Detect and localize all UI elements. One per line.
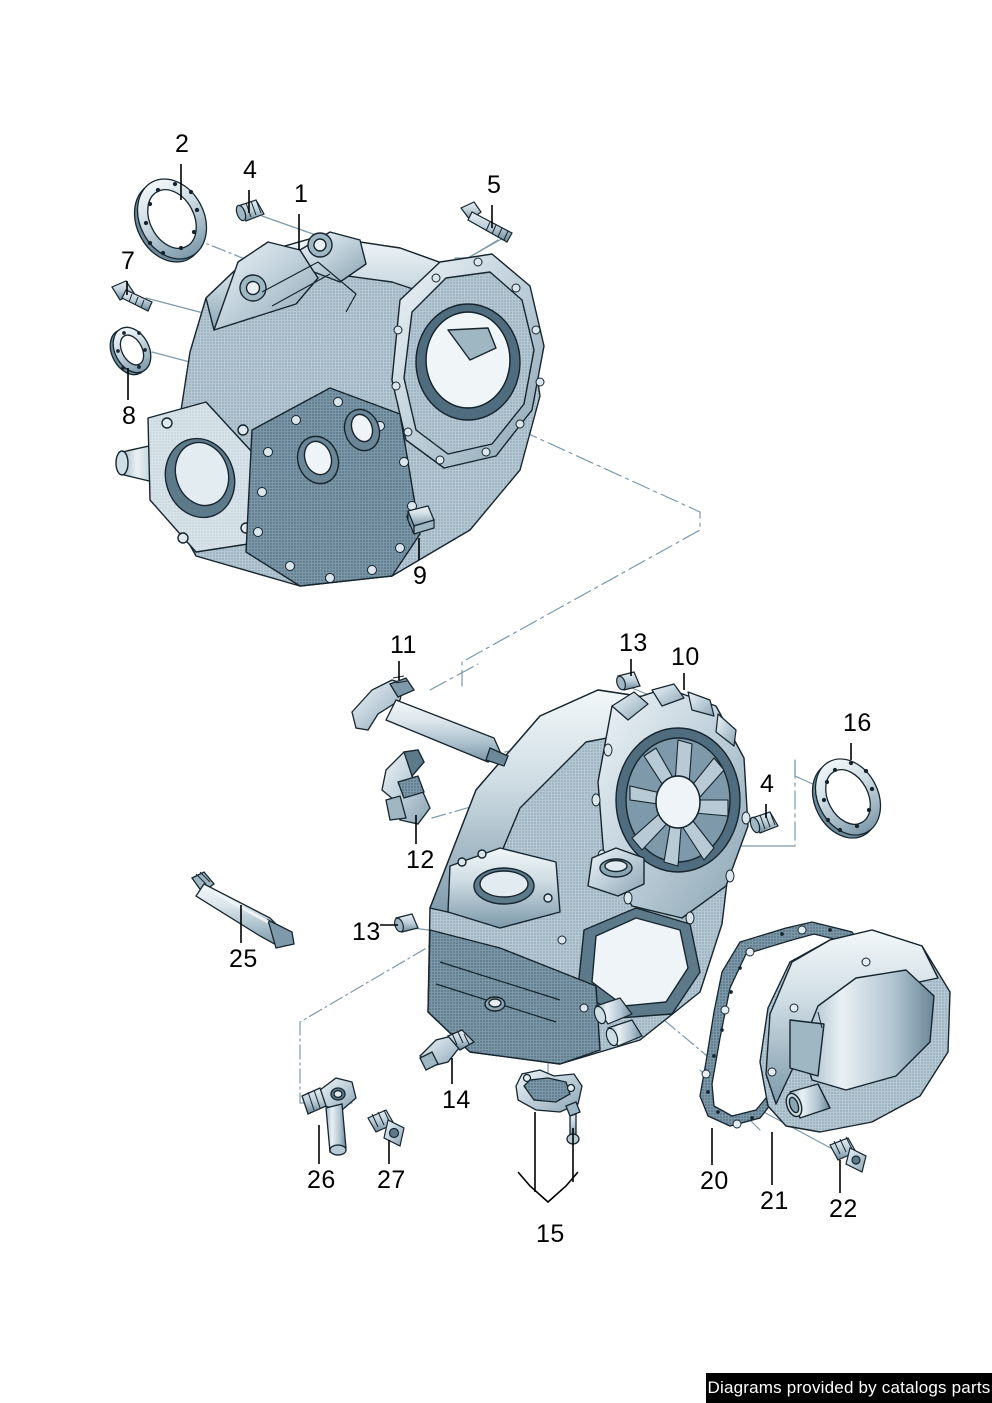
- callout-13-upper: 13: [619, 629, 648, 657]
- callout-8: 8: [122, 402, 137, 430]
- part-12-selector-fork: [381, 749, 431, 825]
- part-13-dowel-pin-upper: [616, 671, 641, 691]
- part-22-cover-bolt: [829, 1136, 867, 1173]
- part-16-oil-seal: [811, 758, 882, 839]
- part-10-clutch-housing: [427, 683, 751, 1065]
- callout-15: 15: [536, 1220, 565, 1248]
- watermark-banner: Diagrams provided by catalogs parts: [706, 1373, 992, 1403]
- part-4-dowel-pin-upper: [235, 199, 265, 222]
- part-9-cap: [407, 505, 435, 535]
- part-26-speed-sensor: [301, 1077, 357, 1156]
- callout-4-lower: 4: [760, 770, 775, 798]
- part-5-hex-bolt: [460, 201, 513, 243]
- part-25-sealant-tube: [191, 871, 295, 949]
- callout-9: 9: [413, 562, 428, 590]
- callout-5: 5: [487, 171, 502, 199]
- callout-13-lower: 13: [352, 918, 381, 946]
- callout-12: 12: [406, 846, 435, 874]
- callout-leader-stems: [126, 164, 852, 1193]
- part-7-oil-drain-plug: [111, 280, 153, 312]
- watermark-text: Diagrams provided by catalogs parts: [707, 1378, 991, 1397]
- callout-14: 14: [442, 1086, 471, 1114]
- callout-25: 25: [229, 945, 258, 973]
- part-27-sensor-bolt: [367, 1109, 405, 1147]
- part-13-dowel-pin-lower: [394, 913, 419, 933]
- part-11-shift-rod: [351, 675, 509, 767]
- callout-27: 27: [377, 1166, 406, 1194]
- callout-11: 11: [390, 631, 417, 659]
- group-bracket-15: [517, 1112, 579, 1204]
- callout-7: 7: [121, 247, 136, 275]
- part-14-reversing-light-switch: [419, 1029, 476, 1071]
- callout-10: 10: [671, 643, 700, 671]
- callout-16: 16: [843, 709, 872, 737]
- part-1-gearbox-housing: [115, 231, 545, 587]
- callout-21: 21: [760, 1187, 789, 1215]
- part-15-cover-gasket-and-bolt: [515, 1069, 583, 1145]
- callout-22: 22: [829, 1195, 858, 1223]
- part-2-oil-seal: [133, 178, 208, 263]
- callout-1: 1: [294, 180, 309, 208]
- callout-2: 2: [175, 130, 190, 158]
- callout-20: 20: [700, 1167, 729, 1195]
- callout-26: 26: [307, 1166, 336, 1194]
- callout-4-upper: 4: [243, 156, 258, 184]
- part-21-side-cover: [759, 929, 951, 1133]
- part-4-dowel-pin-lower: [749, 811, 779, 834]
- part-8-seal-ring: [109, 326, 152, 376]
